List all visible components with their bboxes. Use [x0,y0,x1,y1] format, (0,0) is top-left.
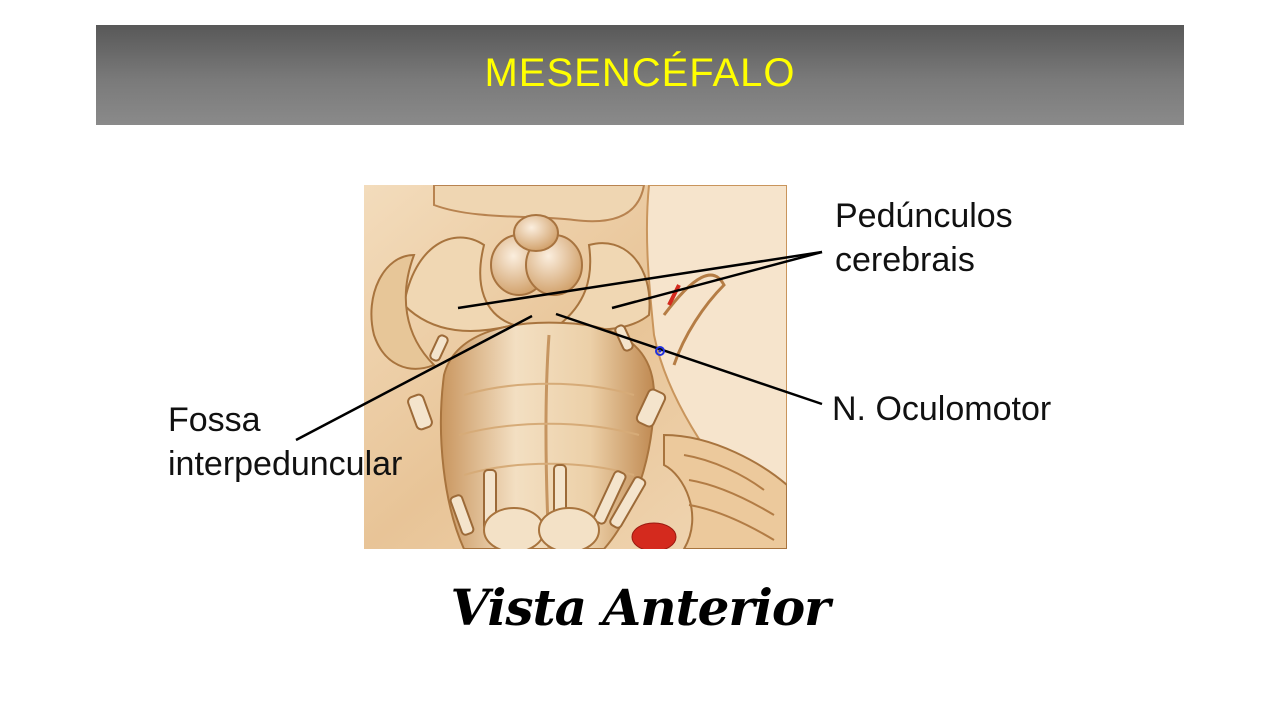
red-vessel-blob [631,522,677,549]
coil-ring-2 [688,479,775,516]
nerve-root-5 [609,476,647,529]
slide-title: MESENCÉFALO [484,50,796,95]
label-fossa: Fossa interpeduncular [168,398,402,486]
pons-fibers-3 [463,462,635,476]
label-fossa-line1: Fossa [168,401,261,439]
coiled-vessel [663,433,787,549]
nerve-root-1 [449,494,475,536]
slide-caption: Vista Anterior [450,578,830,637]
brainstem-anterior-illustration [364,185,787,549]
label-peduncles: Pedúnculos cerebrais [835,194,1013,282]
medulla-bulge-right [538,507,600,549]
coil-ring-3 [688,504,775,541]
central-lobe-top [513,214,559,252]
optic-chiasm-region [433,185,646,223]
label-oculomotor: N. Oculomotor [832,390,1052,428]
medulla-bulge-left [483,507,545,549]
label-fossa-line2: interpeduncular [168,445,403,483]
title-bar: MESENCÉFALO [96,25,1184,125]
label-peduncles-line2: cerebrais [835,241,975,279]
coil-ring-1 [683,454,765,491]
label-peduncles-line1: Pedúnculos [835,197,1013,235]
